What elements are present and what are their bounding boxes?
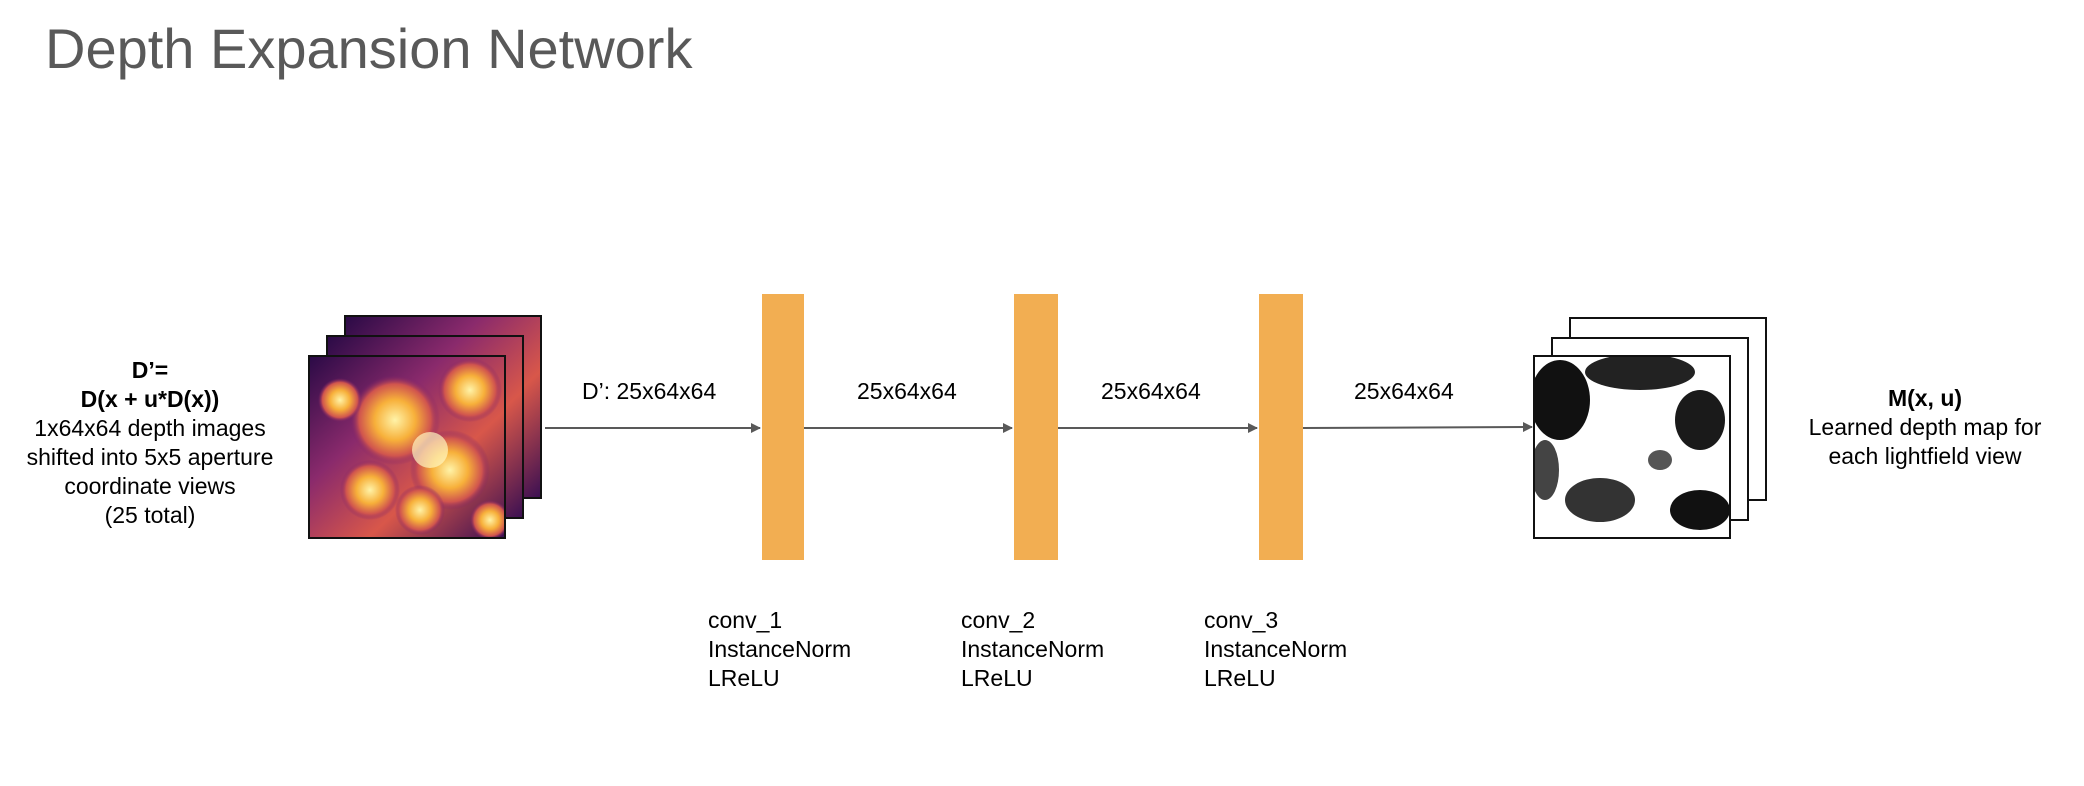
input-description-line: (25 total) — [104, 502, 196, 528]
arrow-conv-3-to-output — [1302, 422, 1533, 433]
input-formula: D(x + u*D(x)) — [80, 386, 220, 412]
input-description-line: coordinate views — [64, 473, 236, 499]
edge-label-2: 25x64x64 — [857, 378, 957, 404]
edge-label-3: 25x64x64 — [1101, 378, 1201, 404]
diagram-title: Depth Expansion Network — [45, 17, 693, 80]
layer-activation: LReLU — [961, 665, 1033, 691]
output-image-stack — [1533, 317, 1767, 539]
output-symbol: M(x, u) — [1887, 385, 1963, 411]
input-description-line: shifted into 5x5 aperture — [26, 444, 274, 470]
output-label: M(x, u) Learned depth map for each light… — [1790, 384, 2060, 471]
layer-norm: InstanceNorm — [1204, 636, 1348, 662]
output-image-front — [1533, 355, 1731, 539]
layer-label-conv-3: conv_3 InstanceNorm LReLU — [1204, 606, 1347, 693]
input-image-front — [308, 355, 506, 539]
layer-label-conv-2: conv_2 InstanceNorm LReLU — [961, 606, 1104, 693]
input-image-stack — [308, 315, 542, 539]
output-description-line: each lightfield view — [1828, 443, 2022, 469]
layer-norm: InstanceNorm — [708, 636, 852, 662]
edge-label-4: 25x64x64 — [1354, 378, 1454, 404]
layer-activation: LReLU — [1204, 665, 1276, 691]
input-description-line: 1x64x64 depth images — [34, 415, 266, 441]
layer-name: conv_2 — [961, 607, 1036, 633]
depth-mask-image-stack-icon — [1534, 356, 1730, 530]
input-label: D’= D(x + u*D(x)) 1x64x64 depth images s… — [10, 356, 290, 530]
layer-activation: LReLU — [708, 665, 780, 691]
layer-name: conv_3 — [1204, 607, 1279, 633]
heatmap-image-stack-icon — [309, 356, 505, 538]
layer-conv-1 — [762, 294, 804, 560]
input-symbol: D’= — [131, 357, 169, 383]
layer-name: conv_1 — [708, 607, 783, 633]
layer-conv-2 — [1014, 294, 1058, 560]
layer-conv-3 — [1259, 294, 1303, 560]
layer-label-conv-1: conv_1 InstanceNorm LReLU — [708, 606, 851, 693]
edge-label-1: D’: 25x64x64 — [582, 378, 717, 404]
layer-norm: InstanceNorm — [961, 636, 1105, 662]
output-description-line: Learned depth map for — [1808, 414, 2042, 440]
